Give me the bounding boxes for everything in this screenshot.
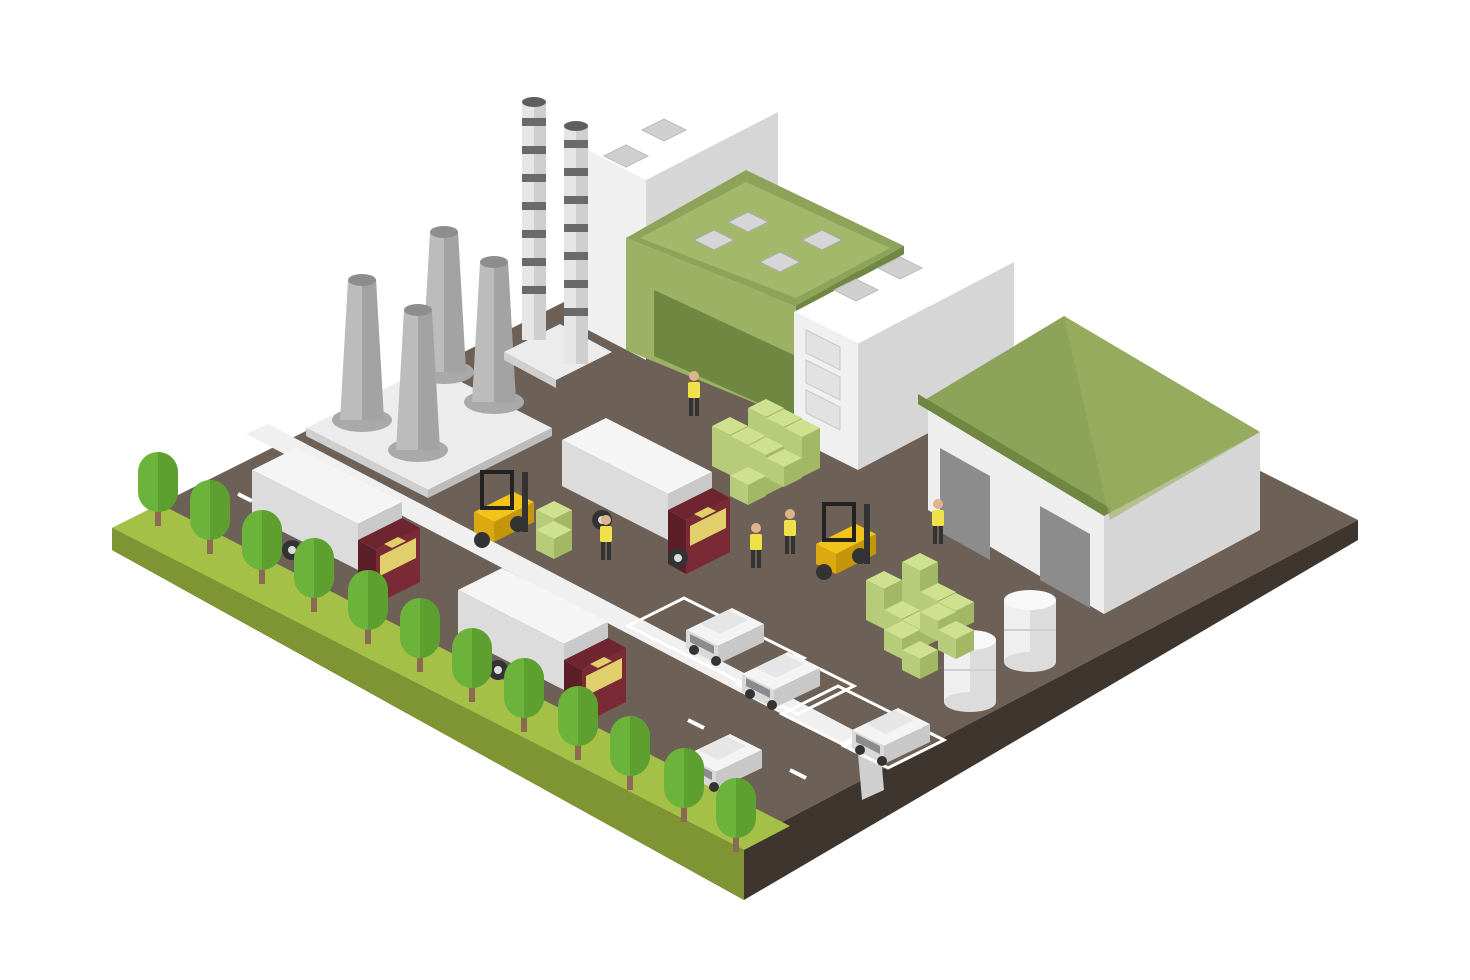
striped-chimneys <box>504 97 612 388</box>
storage-tank-icon <box>1003 589 1057 673</box>
office-building <box>794 230 1014 470</box>
warehouse-icon <box>918 316 1260 614</box>
smokestack-icon <box>332 274 392 432</box>
hay-bale-stack-icon <box>536 501 572 559</box>
smokestack-group <box>306 226 552 498</box>
